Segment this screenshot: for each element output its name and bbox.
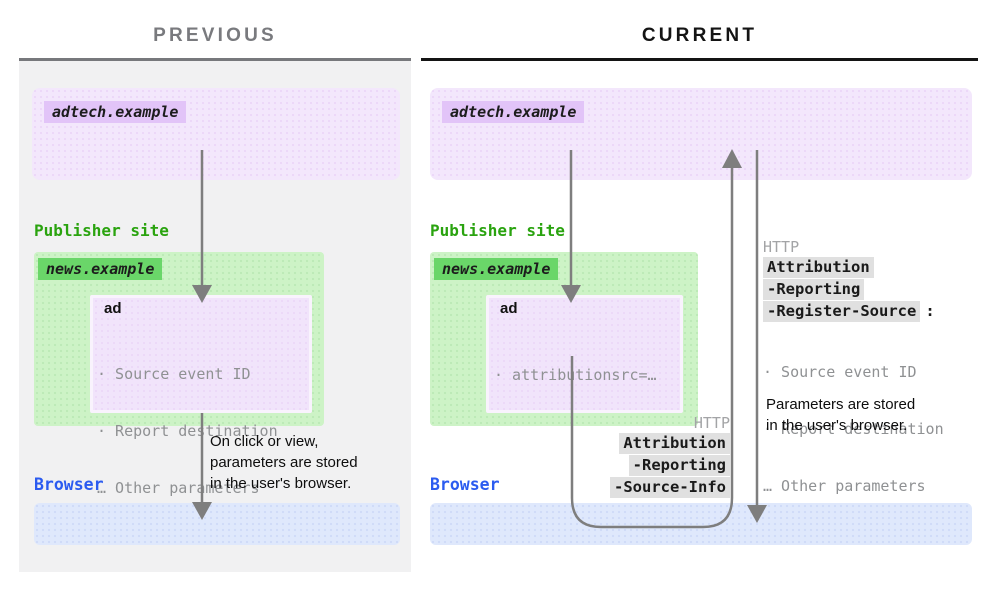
response-parameters: · Source event ID · Report destination …… [763, 325, 944, 534]
ad-parameter: · Source event ID [97, 365, 251, 383]
news-domain-label-previous: news.example [38, 258, 163, 280]
response-parameter: · Report destination [763, 420, 944, 438]
ad-title-previous: ad [104, 300, 122, 317]
news-domain-label-current: news.example [434, 258, 559, 280]
http-protocol-label: HTTP [693, 414, 730, 432]
header-row: Attribution [763, 257, 944, 278]
adtech-box-current [430, 88, 972, 180]
header-colon: : [925, 302, 935, 320]
ad-frame-previous [90, 295, 312, 413]
header-chip: Attribution [619, 433, 730, 454]
header-chip: -Source-Info [610, 477, 730, 498]
header-row: Attribution [500, 433, 730, 454]
browser-label-current: Browser [430, 475, 500, 494]
ad-parameter: · attributionsrc=… [494, 366, 657, 384]
previous-title-underline [19, 58, 411, 61]
header-chip: -Reporting [763, 279, 865, 300]
header-row: -Source-Info [500, 477, 730, 498]
header-row: -Reporting [500, 455, 730, 476]
browser-box-previous [34, 503, 400, 545]
response-parameter: · Source event ID [763, 363, 917, 381]
ad-title-current: ad [500, 300, 518, 317]
http-response-headers: HTTP Attribution -Reporting -Register-So… [763, 237, 944, 534]
header-chip: -Register-Source [763, 301, 921, 322]
header-row: -Reporting [763, 279, 944, 300]
previous-title: PREVIOUS [153, 25, 277, 46]
browser-box-current [430, 503, 972, 545]
current-title: CURRENT [641, 25, 758, 46]
storage-caption-previous: On click or view, parameters are stored … [210, 433, 358, 492]
adtech-domain-label-current: adtech.example [442, 101, 585, 123]
browser-label-previous: Browser [34, 475, 104, 494]
current-title-underline [421, 58, 978, 61]
response-parameter: … Other parameters [763, 477, 926, 495]
http-request-headers: HTTP Attribution -Reporting -Source-Info [500, 413, 730, 499]
header-chip: -Reporting [628, 455, 730, 476]
header-chip: Attribution [763, 257, 874, 278]
ad-parameters-current: · attributionsrc=… [494, 328, 657, 423]
publisher-site-label-current: Publisher site [430, 221, 565, 240]
header-row: -Register-Source: [763, 301, 944, 322]
ad-parameter: … Other parameters [97, 479, 260, 497]
http-protocol-label: HTTP [763, 238, 800, 256]
storage-caption-current: Parameters are stored in the user's brow… [766, 396, 916, 434]
adtech-domain-label-previous: adtech.example [44, 101, 187, 123]
publisher-site-label-previous: Publisher site [34, 221, 169, 240]
